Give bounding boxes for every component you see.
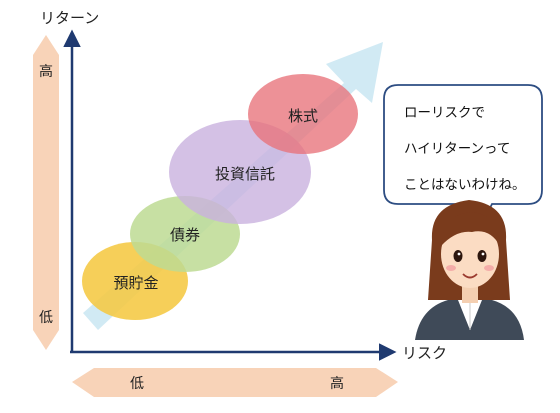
stocks-label: 株式 [288,107,318,125]
horizontal-scale-high: 高 [330,375,344,392]
speech-line-3: ことはないわけね。 [404,177,526,193]
y-axis-label: リターン [40,9,99,27]
businesswoman-icon [415,200,524,340]
vertical-scale-high: 高 [39,63,53,80]
deposits-label: 預貯金 [113,274,158,292]
speech-line-1: ローリスクで [404,105,485,121]
vertical-scale-low: 低 [39,310,53,326]
vertical-scale-band [33,35,59,350]
x-axis-label: リスク [402,344,447,362]
bonds-label: 債券 [170,226,200,244]
trusts-label: 投資信託 [215,165,275,183]
speech-line-2: ハイリターンって [404,141,511,157]
stocks-ellipse [248,74,358,154]
horizontal-scale-band [72,368,398,397]
horizontal-scale-low: 低 [130,376,144,392]
